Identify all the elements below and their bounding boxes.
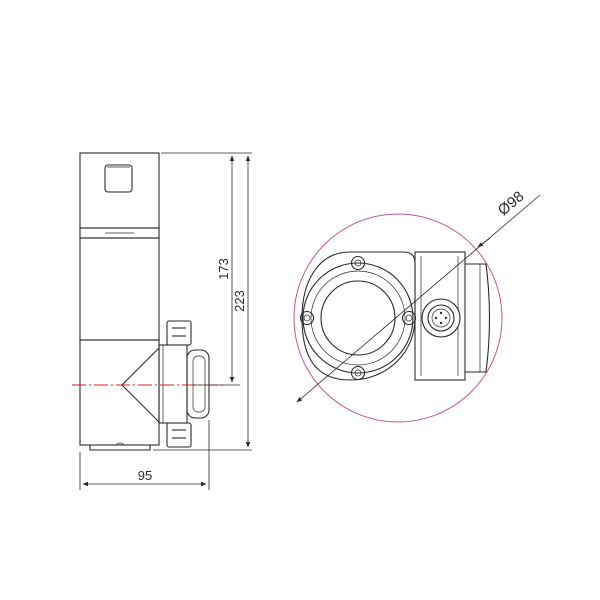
diameter-leader — [296, 194, 541, 403]
envelope-circle — [293, 213, 503, 423]
main-housing — [301, 251, 416, 381]
front-view — [293, 213, 503, 423]
flange-inner — [310, 270, 406, 366]
right-cylinder — [465, 263, 491, 373]
dim-223-label: 223 — [232, 290, 247, 312]
lower-housing — [79, 339, 160, 446]
lens-ring — [186, 349, 210, 419]
dim-173-label: 173 — [216, 258, 231, 280]
cap-window — [104, 164, 133, 193]
bolt-bottom — [350, 365, 366, 381]
diameter-label: Ø98 — [495, 188, 528, 219]
flange-ring — [302, 262, 414, 374]
bolt-left — [299, 310, 315, 326]
lug-top — [166, 320, 192, 346]
connector-plug — [421, 298, 461, 338]
lug-bottom — [166, 422, 192, 448]
bolt-right — [401, 310, 417, 326]
body-tube — [79, 237, 160, 341]
side-view — [72, 152, 225, 451]
bottom-foot — [89, 445, 151, 451]
top-cap — [79, 152, 160, 229]
bolt-top — [350, 255, 366, 271]
dim-95-label: 95 — [138, 468, 152, 483]
side-dimensions: 173 223 95 — [79, 152, 252, 490]
